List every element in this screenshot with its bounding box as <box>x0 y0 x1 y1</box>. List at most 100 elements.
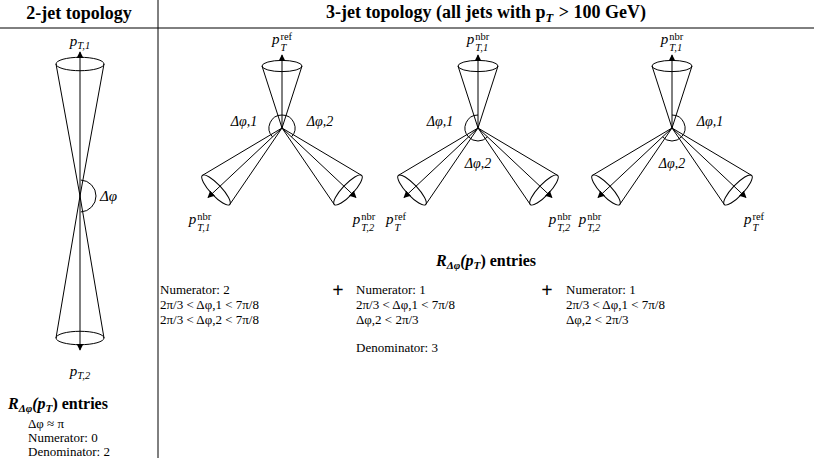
math-symbol: (p <box>460 252 473 269</box>
angle-arc <box>465 115 478 137</box>
superscript: nbr <box>557 212 571 223</box>
math-symbol: p <box>467 31 475 47</box>
condition: 2π/3 < Δφ,2 < 7π/8 <box>160 313 259 327</box>
text: Δφ ≈ π <box>28 416 64 431</box>
header-rule <box>0 28 814 29</box>
momentum-arrow <box>80 52 81 196</box>
text: ) entries <box>52 395 108 412</box>
cone-edge <box>672 66 692 128</box>
math-symbol: p <box>353 211 361 227</box>
math-symbol: R <box>436 252 447 269</box>
angle-arc <box>81 180 96 212</box>
momentum-arrow <box>478 55 479 128</box>
cone-edge <box>262 66 282 128</box>
subscript: T,1 <box>77 40 90 51</box>
note: Δφ ≈ π <box>28 417 64 431</box>
cone-edge <box>230 128 282 205</box>
angle-label: Δφ,1 <box>427 114 453 129</box>
angle-label: Δφ,1 <box>697 114 723 129</box>
jet-label: prefT <box>386 211 406 233</box>
condition: Δφ,2 < 2π/3 <box>566 313 629 327</box>
math-symbol: p <box>272 31 280 47</box>
note: Numerator: 1 <box>566 283 636 297</box>
text: Numerator: 1 <box>356 282 426 297</box>
math-symbol: Δφ,2 <box>659 156 685 171</box>
cone-edge <box>80 196 104 338</box>
index-stack: nbrT,1 <box>475 32 489 53</box>
note: Denominator: 3 <box>356 341 438 355</box>
text: Δφ,2 < 2π/3 <box>566 312 629 327</box>
subscript: T <box>546 10 554 24</box>
text: + <box>332 279 343 301</box>
note: Denominator: 2 <box>28 445 110 458</box>
text: 2π/3 < Δφ,1 < 7π/8 <box>356 297 455 312</box>
cone-edge <box>282 128 334 205</box>
cone-edge <box>282 66 302 128</box>
text: Δφ,2 < 2π/3 <box>356 312 419 327</box>
condition: Δφ,2 < 2π/3 <box>356 313 419 327</box>
angle-arc <box>672 115 685 137</box>
subscript: T,1 <box>197 223 211 234</box>
momentum-arrow <box>282 55 283 128</box>
math-symbol: Δφ <box>100 188 117 204</box>
subscript: T,2 <box>77 370 90 381</box>
math-symbol: (p <box>32 395 45 412</box>
math-symbol: Δφ,2 <box>465 156 491 171</box>
index-stack: nbrT,1 <box>669 32 683 53</box>
subscript: Δφ <box>447 260 461 272</box>
subscript: T,2 <box>587 223 601 234</box>
subscript: T <box>46 403 53 415</box>
cone-edge <box>282 128 362 175</box>
index-stack: refT <box>394 212 406 233</box>
angle-label: Δφ <box>100 188 117 205</box>
math-symbol: Δφ,1 <box>231 114 257 129</box>
text: 2-jet topology <box>26 3 131 23</box>
cone-edge <box>80 64 104 196</box>
superscript: ref <box>280 32 292 43</box>
angle-label: Δφ,2 <box>465 156 491 171</box>
cone-edge <box>458 66 478 128</box>
jet-label: pnbrT,1 <box>661 31 684 53</box>
text: 2π/3 < Δφ,2 < 7π/8 <box>160 312 259 327</box>
text: 3-jet topology (all jets with p <box>326 2 545 22</box>
momentum-arrow <box>208 128 282 198</box>
column-header: 2-jet topology <box>26 4 131 24</box>
superscript: nbr <box>587 212 601 223</box>
superscript: nbr <box>361 212 375 223</box>
superscript: nbr <box>475 32 489 43</box>
jet-label: pT,2 <box>70 363 90 382</box>
angle-arc <box>282 115 295 137</box>
math-symbol: Δφ,1 <box>427 114 453 129</box>
math-symbol: p <box>386 211 394 227</box>
math-symbol: p <box>549 211 557 227</box>
superscript: ref <box>394 212 406 223</box>
subscript: T,1 <box>475 43 489 54</box>
note: Numerator: 0 <box>28 431 98 445</box>
math-symbol: p <box>661 31 669 47</box>
math-symbol: p <box>70 363 78 379</box>
angle-label: Δφ,2 <box>307 114 333 129</box>
subscript: T <box>394 223 406 234</box>
subscript: T <box>280 43 292 54</box>
angle-label: Δφ,2 <box>659 156 685 171</box>
cone-edge <box>56 64 80 196</box>
text: Numerator: 2 <box>160 282 230 297</box>
text: Denominator: 3 <box>356 340 438 355</box>
condition: 2π/3 < Δφ,1 < 7π/8 <box>160 298 259 312</box>
jet-label: pnbrT,1 <box>467 31 490 53</box>
momentum-arrow <box>672 55 673 128</box>
index-stack: refT <box>280 32 292 53</box>
angle-label: Δφ,1 <box>231 114 257 129</box>
jet-label: prefT <box>272 31 292 53</box>
cone-edge <box>202 128 282 175</box>
text: ) entries <box>480 252 536 269</box>
text: 2π/3 < Δφ,1 < 7π/8 <box>566 297 665 312</box>
index-stack: nbrT,2 <box>361 212 375 233</box>
momentum-arrow <box>80 196 81 350</box>
text: Denominator: 2 <box>28 444 110 458</box>
text: Numerator: 1 <box>566 282 636 297</box>
math-symbol: p <box>189 211 197 227</box>
superscript: ref <box>752 212 764 223</box>
